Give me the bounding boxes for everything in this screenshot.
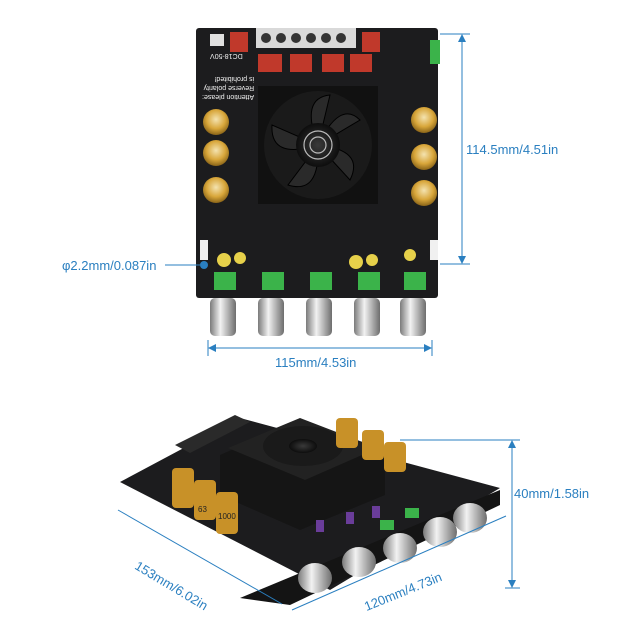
capacitor-mark-63: 63 [198, 505, 207, 514]
top-dimension-lines [165, 33, 470, 356]
side-capacitors [172, 418, 406, 534]
warning-text: Attention please: Reverse polarity is pr… [202, 74, 254, 101]
knob-1 [210, 298, 236, 336]
warning-line-3: is prohibited! [214, 75, 255, 82]
top-view-board [196, 28, 440, 298]
cooling-fan [258, 86, 378, 204]
warning-line-2: Reverse polarity [203, 84, 255, 91]
knob-3 [306, 298, 332, 336]
capacitor-group [203, 107, 437, 206]
side-knobs [298, 503, 487, 593]
potentiometer-bases [214, 272, 426, 290]
knob-2 [258, 298, 284, 336]
power-label: DC18-50V [210, 52, 243, 59]
small-capacitors [217, 249, 416, 269]
height-label-side: 40mm/1.58in [514, 486, 590, 501]
width-label-top: 115mm/4.53in [275, 355, 357, 370]
side-dimension-lines [117, 439, 520, 611]
capacitor-mark-1000: 1000 [218, 512, 236, 521]
hole-diameter-label: φ2.2mm/0.087in [62, 258, 157, 273]
warning-line-1: Attention please: [202, 93, 255, 100]
top-knobs [210, 298, 426, 336]
knob-5 [400, 298, 426, 336]
side-view-board [120, 415, 500, 605]
knob-4 [354, 298, 380, 336]
mounting-hole [200, 261, 208, 269]
height-label-top: 114.5mm/4.51in [466, 142, 559, 157]
relay-group [230, 32, 380, 72]
